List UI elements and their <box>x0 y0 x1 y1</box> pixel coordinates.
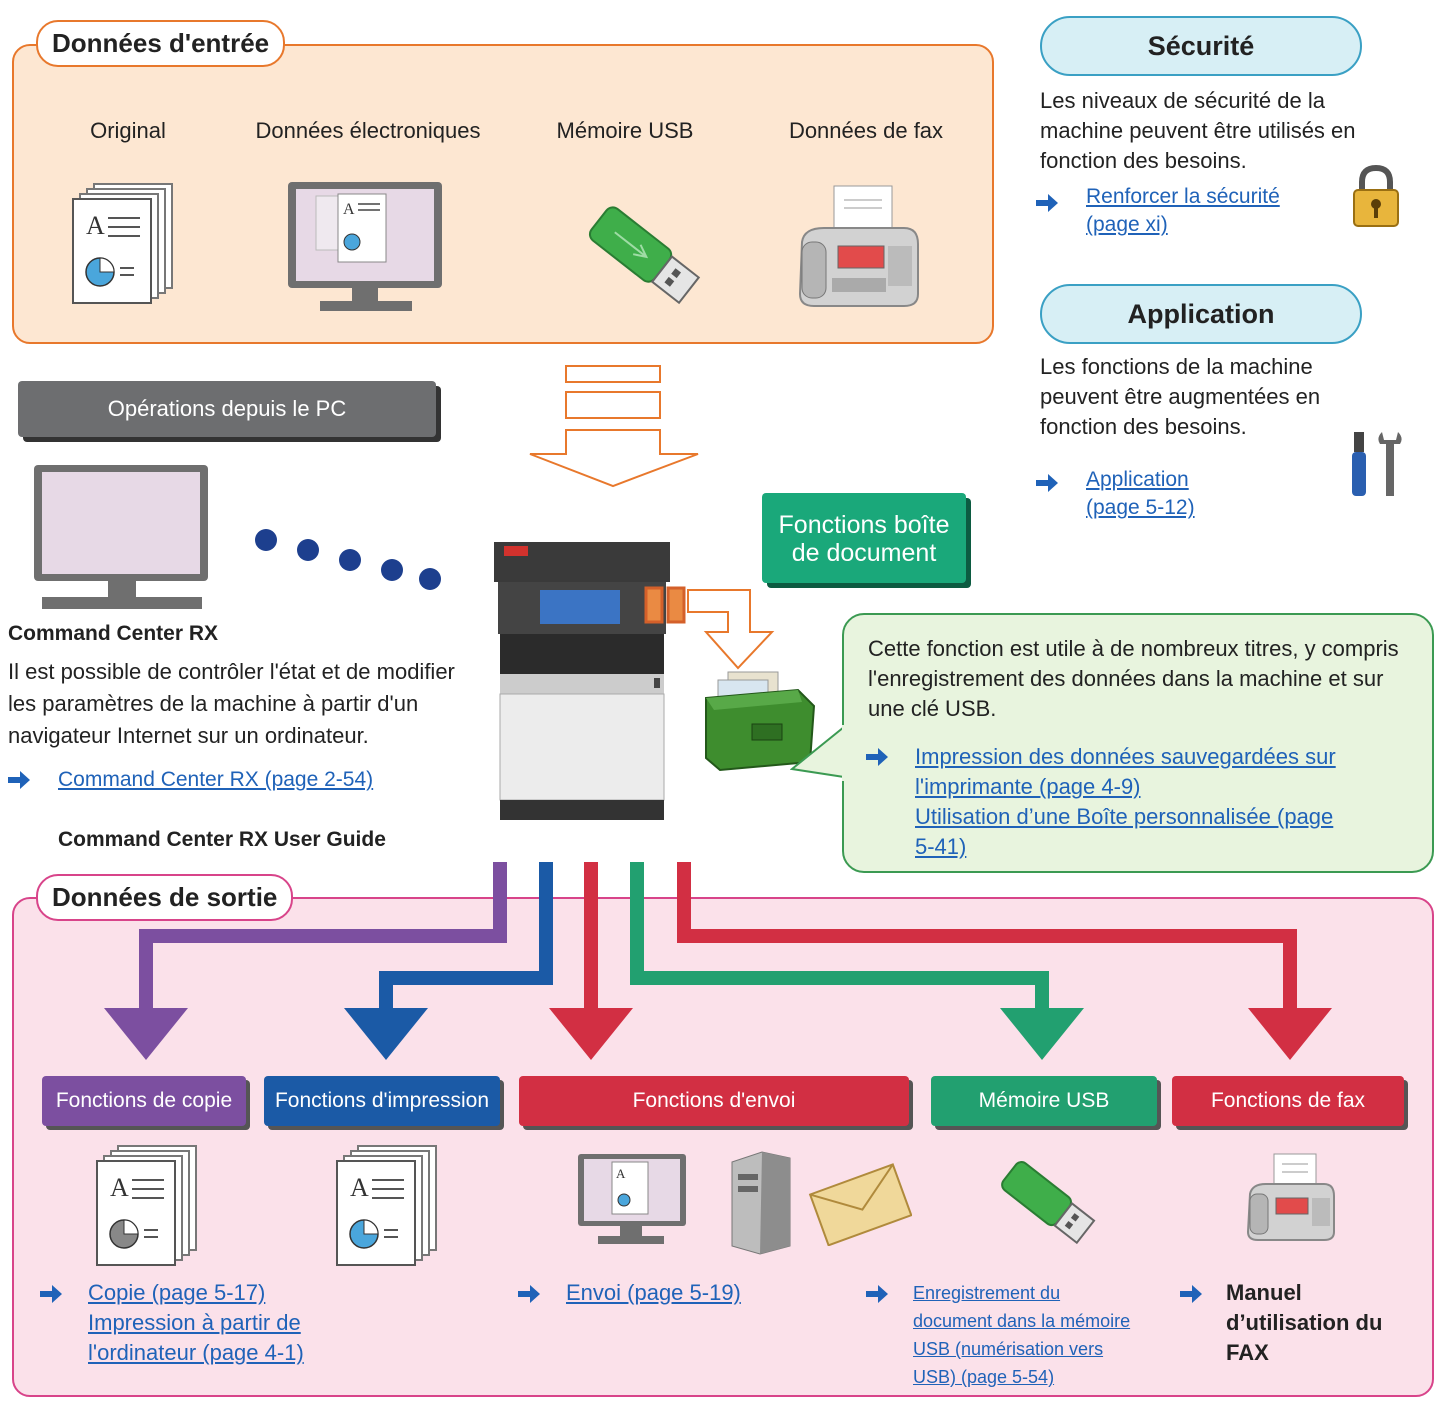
arrow-right-icon <box>866 1285 888 1303</box>
pc-operations-button[interactable]: Opérations depuis le PC <box>18 381 436 437</box>
lock-icon <box>1353 164 1399 227</box>
input-source-label: Données électroniques <box>255 118 481 143</box>
ccrx-link[interactable]: Command Center RX (page 2-54) <box>58 766 373 794</box>
docbox-links[interactable]: Impression des données sauvegardées sur … <box>915 742 1336 862</box>
usb-link-line[interactable]: USB (numérisation vers <box>913 1339 1104 1359</box>
send-link[interactable]: Envoi (page 5-19) <box>566 1280 741 1305</box>
docbox-link2-line1[interactable]: Utilisation d’une Boîte personnalisée (p… <box>915 804 1334 829</box>
print-link-line2[interactable]: l'ordinateur (page 4-1) <box>88 1340 304 1365</box>
svg-text:A: A <box>110 1173 129 1202</box>
connection-dots <box>255 529 441 590</box>
send-monitor-icon: A <box>578 1154 686 1244</box>
arrow-right-icon <box>518 1285 540 1303</box>
arrow-right-icon <box>1036 474 1058 492</box>
input-source-label: Mémoire USB <box>556 118 694 143</box>
application-link-line1[interactable]: Application <box>1086 468 1189 491</box>
docbox-label-line2: de document <box>791 539 937 567</box>
input-title: Données d'entrée <box>36 20 286 67</box>
usb-drive-icon <box>588 206 701 305</box>
usb-links[interactable]: Enregistrement du document dans la mémoi… <box>913 1279 1130 1391</box>
usb-link-line[interactable]: document dans la mémoire <box>913 1311 1131 1331</box>
svg-text:A: A <box>86 211 105 240</box>
input-source-label: Original <box>90 118 166 143</box>
fax-manual: Manuel d’utilisation du FAX <box>1226 1278 1382 1368</box>
arrow-right-icon <box>1036 194 1058 212</box>
arrow-right-icon <box>866 748 888 766</box>
usb-link-line[interactable]: Enregistrement du <box>913 1283 1061 1303</box>
print-document-icon: A <box>336 1145 437 1266</box>
copy-link[interactable]: Copie (page 5-17) <box>88 1280 266 1305</box>
mfp-printer-icon <box>494 542 670 820</box>
output-flow-lines <box>104 862 1332 1060</box>
server-tower-icon <box>731 1151 791 1255</box>
print-functions-tab[interactable]: Fonctions d'impression <box>264 1076 500 1126</box>
arrow-right-icon <box>40 1285 62 1303</box>
tools-icon <box>1352 432 1402 496</box>
input-source-label: Données de fax <box>788 118 944 143</box>
security-title: Sécurité <box>1040 16 1362 76</box>
docbox-link2-line2[interactable]: 5-41) <box>915 834 967 859</box>
application-link-line2[interactable]: (page 5-12) <box>1086 496 1195 519</box>
svg-text:A: A <box>343 201 355 218</box>
application-text: Les fonctions de la machine peuvent être… <box>1040 354 1321 439</box>
send-link-wrap[interactable]: Envoi (page 5-19) <box>566 1278 741 1308</box>
note-bubble-tail <box>790 725 846 781</box>
arrow-right-icon <box>8 771 30 789</box>
fax-manual-line: FAX <box>1226 1340 1269 1365</box>
svg-text:A: A <box>616 1166 626 1181</box>
monitor-document-icon: A <box>288 182 442 311</box>
security-link-line1[interactable]: Renforcer la sécurité <box>1086 185 1280 208</box>
docbox-note <box>842 613 1434 873</box>
docbox-link1-line1[interactable]: Impression des données sauvegardées sur <box>915 744 1336 769</box>
ccrx-guide: Command Center RX User Guide <box>58 828 386 851</box>
print-link-line1[interactable]: Impression à partir de <box>88 1310 301 1335</box>
fax-output-icon <box>1246 1153 1335 1241</box>
docbox-slots <box>644 586 686 624</box>
input-flow-arrow <box>529 365 699 488</box>
ccrx-link-text[interactable]: Command Center RX (page 2-54) <box>58 768 374 791</box>
fax-machine-icon <box>798 185 919 307</box>
application-link[interactable]: Application (page 5-12) <box>1086 466 1195 522</box>
computer-monitor-icon <box>34 465 208 609</box>
send-functions-tab[interactable]: Fonctions d'envoi <box>519 1076 909 1126</box>
fax-manual-line: Manuel <box>1226 1280 1302 1305</box>
fax-functions-tab[interactable]: Fonctions de fax <box>1172 1076 1404 1126</box>
copy-document-icon: A <box>96 1145 197 1266</box>
arrow-right-icon <box>1180 1285 1202 1303</box>
svg-text:A: A <box>350 1173 369 1202</box>
output-title: Données de sortie <box>36 874 294 921</box>
docbox-text: Cette fonction est utile à de nombreux t… <box>868 636 1399 721</box>
docbox-label-line1: Fonctions boîte <box>778 511 950 539</box>
docbox-label: Fonctions boîte de document <box>762 493 966 583</box>
security-link-line2[interactable]: (page xi) <box>1086 213 1168 236</box>
application-title: Application <box>1040 284 1362 344</box>
ccrx-title: Command Center RX <box>8 622 219 645</box>
copy-links[interactable]: Copie (page 5-17) Impression à partir de… <box>88 1278 304 1368</box>
security-link[interactable]: Renforcer la sécurité (page xi) <box>1086 183 1280 239</box>
copy-functions-tab[interactable]: Fonctions de copie <box>42 1076 246 1126</box>
usb-link-line[interactable]: USB) (page 5-54) <box>913 1367 1055 1387</box>
docbox-flow-arrow <box>687 589 775 670</box>
usb-drive-output-icon <box>1001 1161 1096 1245</box>
document-stack-icon: A <box>72 183 173 304</box>
docbox-link1-line2[interactable]: l'imprimante (page 4-9) <box>915 774 1141 799</box>
security-text: Les niveaux de sécurité de la machine pe… <box>1040 88 1356 173</box>
fax-manual-line: d’utilisation du <box>1226 1310 1383 1335</box>
email-envelope-icon <box>808 1163 912 1246</box>
ccrx-text: Il est possible de contrôler l'état et d… <box>8 659 455 748</box>
usb-memory-tab[interactable]: Mémoire USB <box>931 1076 1157 1126</box>
